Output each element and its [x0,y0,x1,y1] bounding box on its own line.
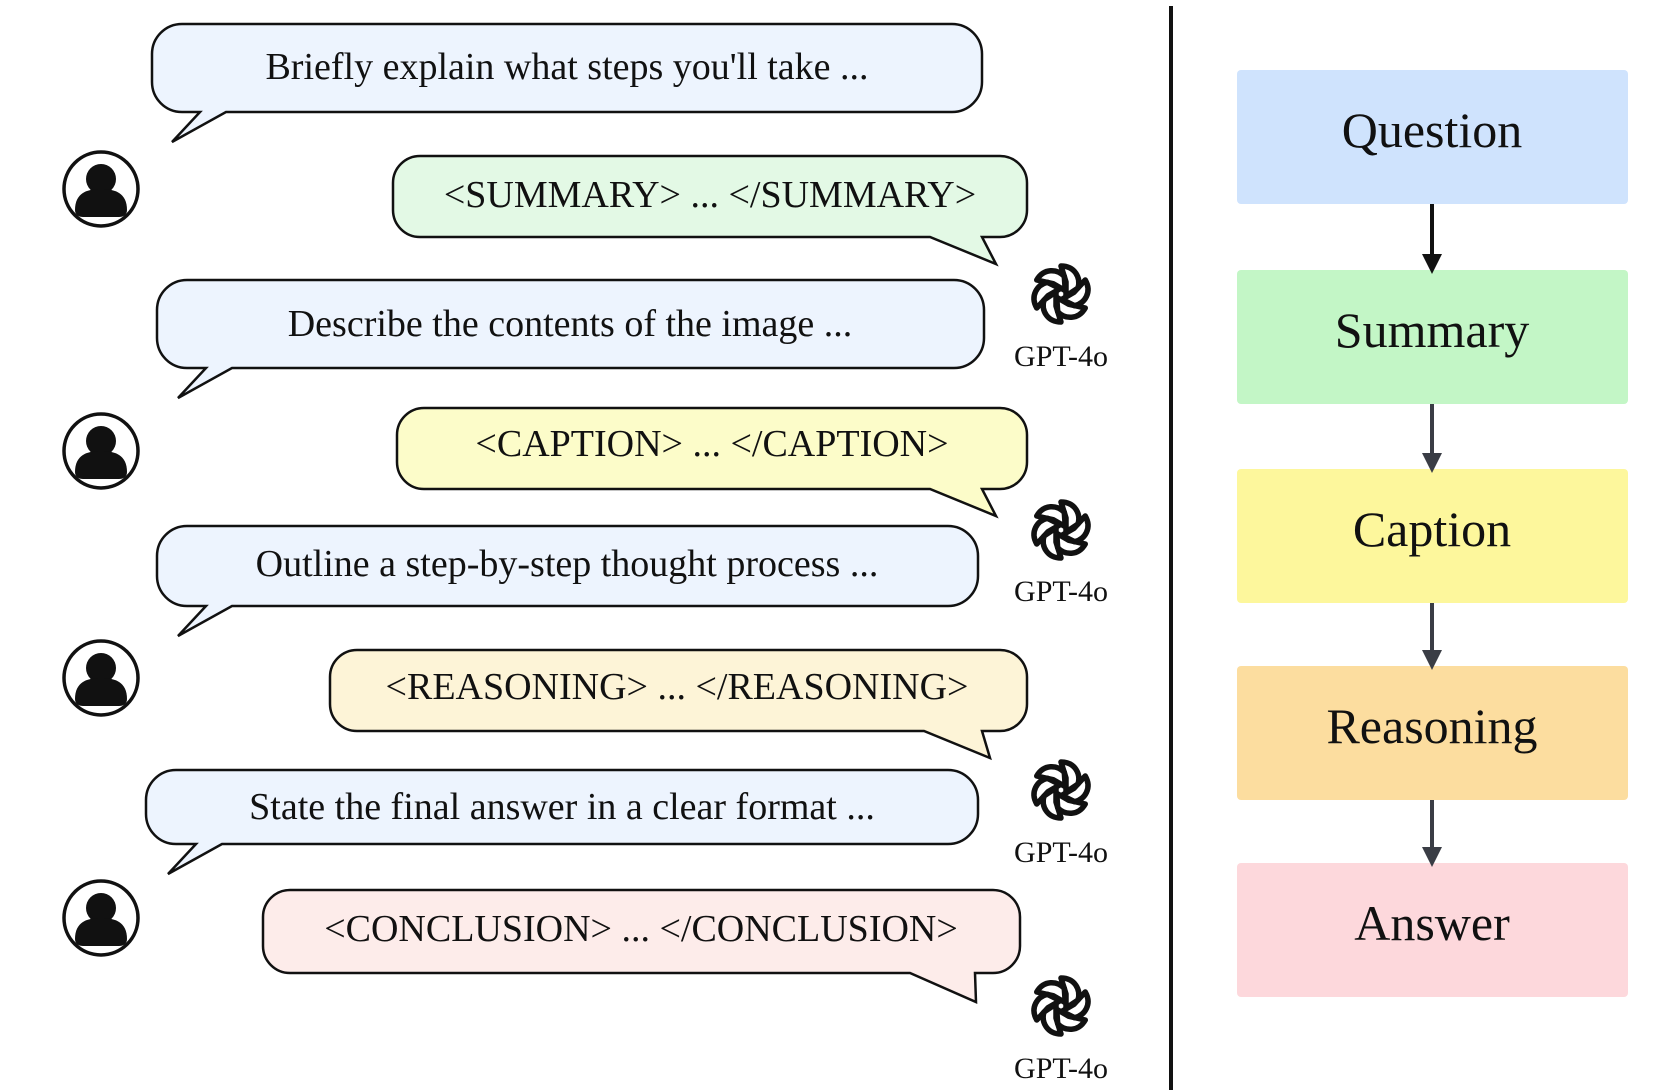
user-bubble [155,524,980,638]
stage-box [1237,469,1628,603]
user-message-2: Describe the contents of the image ... [155,278,986,400]
stage-label: Reasoning [1326,698,1537,754]
user-message-text: Describe the contents of the image ... [288,303,853,345]
stage-box [1237,863,1628,997]
user-bubble [144,768,980,876]
assistant-message-1: <SUMMARY> ... </SUMMARY> [391,154,1029,267]
assistant-message-text: <CAPTION> ... </CAPTION> [475,423,948,465]
stage-box [1237,666,1628,800]
assistant-bubble [261,888,1022,1004]
stage-answer: Answer [1237,863,1628,997]
stage-reasoning: Reasoning [1237,666,1628,800]
stage-label: Answer [1354,895,1510,951]
user-message-text: Outline a step-by-step thought process .… [256,543,879,585]
model-label: GPT-4o [1014,1052,1108,1085]
assistant-message-4: <CONCLUSION> ... </CONCLUSION> [261,888,1022,1004]
assistant-message-3: <REASONING> ... </REASONING> [328,648,1029,761]
stage-label: Caption [1353,501,1511,557]
assistant-message-text: <REASONING> ... </REASONING> [386,666,969,708]
assistant-bubble [328,648,1029,761]
assistant-message-text: <CONCLUSION> ... </CONCLUSION> [324,908,958,950]
user-message-text: State the final answer in a clear format… [249,786,875,828]
user-message-4: State the final answer in a clear format… [144,768,980,876]
user-bubble [150,22,984,144]
user-message-text: Briefly explain what steps you'll take .… [265,46,868,88]
user-message-1: Briefly explain what steps you'll take .… [150,22,984,144]
assistant-bubble [395,406,1029,519]
user-bubble [155,278,986,400]
stage-summary: Summary [1237,270,1628,404]
model-label: GPT-4o [1014,575,1108,608]
vertical-divider [1169,6,1173,1090]
stage-label: Summary [1335,302,1529,358]
stage-box [1237,70,1628,204]
model-label: GPT-4o [1014,340,1108,373]
stage-box [1237,270,1628,404]
stage-caption: Caption [1237,469,1628,603]
assistant-message-2: <CAPTION> ... </CAPTION> [395,406,1029,519]
stage-label: Question [1342,102,1523,158]
model-label: GPT-4o [1014,836,1108,869]
stage-question: Question [1237,70,1628,204]
user-message-3: Outline a step-by-step thought process .… [155,524,980,638]
assistant-message-text: <SUMMARY> ... </SUMMARY> [444,174,976,216]
assistant-bubble [391,154,1029,267]
